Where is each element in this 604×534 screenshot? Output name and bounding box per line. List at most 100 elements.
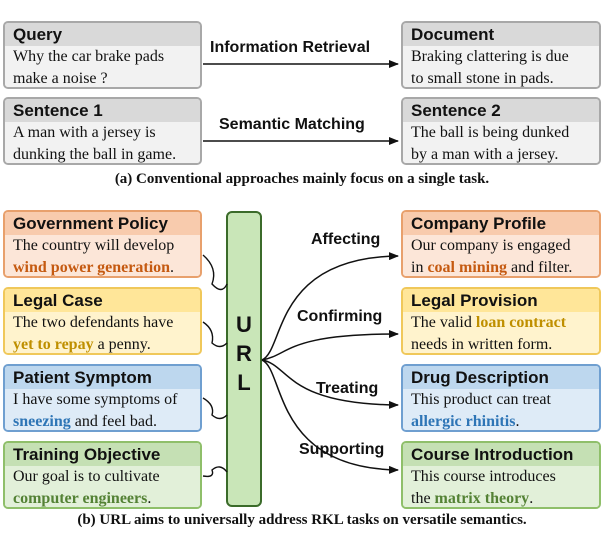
text-segment: This product can treat: [411, 391, 551, 408]
legal-case-text: The two defendants have yet to repay a pe…: [5, 312, 200, 353]
document-title: Document: [403, 23, 599, 46]
text-line: The country will develop: [13, 235, 194, 257]
link-patient-symptom: [202, 397, 228, 420]
text-line: to small stone in pads.: [411, 68, 593, 87]
text-segment: .: [515, 413, 520, 430]
arrow-treating: [261, 359, 399, 409]
sentence-2-title: Sentence 2: [403, 99, 599, 122]
legal-provision-title: Legal Provision: [403, 289, 599, 312]
drug-description-text: This product can treat allergic rhinitis.: [403, 389, 599, 430]
text-line: dunking the ball in game.: [13, 144, 194, 163]
sentence-1-box: Sentence 1 A man with a jersey is dunking…: [3, 97, 202, 165]
relation-treating: Treating: [316, 380, 379, 397]
relation-semantic-matching: Semantic Matching: [219, 116, 365, 133]
text-line: needs in written form.: [411, 334, 593, 353]
url-letter-l: L: [237, 370, 251, 395]
link-training-objective: [202, 466, 228, 478]
text-segment: The two defendants have: [13, 314, 174, 331]
text-segment: and filter.: [507, 259, 573, 276]
text-line: A man with a jersey is: [13, 122, 194, 144]
caption-a: (a) Conventional approaches mainly focus…: [114, 171, 490, 187]
text-line: The valid loan contract: [411, 312, 593, 334]
legal-provision-text: The valid loan contract needs in written …: [403, 312, 599, 353]
document-box: Document Braking clattering is due to sma…: [401, 21, 601, 89]
query-title: Query: [5, 23, 200, 46]
sentence-1-text: A man with a jersey is dunking the ball i…: [5, 122, 200, 163]
text-line: make a noise ?: [13, 68, 194, 87]
text-segment: .: [170, 259, 175, 276]
course-introduction-text: This course introduces the matrix theory.: [403, 466, 599, 507]
sentence-1-title: Sentence 1: [5, 99, 200, 122]
caption-b: (b) URL aims to universally address RKL …: [77, 512, 527, 528]
highlight-phrase: loan contract: [475, 314, 567, 331]
text-line: allergic rhinitis.: [411, 411, 593, 430]
text-segment: the: [411, 490, 435, 507]
text-segment: Braking clattering is due: [411, 48, 569, 65]
text-line: computer engineers.: [13, 488, 194, 507]
text-line: Our goal is to cultivate: [13, 466, 194, 488]
text-segment: Our goal is to cultivate: [13, 468, 160, 485]
text-line: yet to repay a penny.: [13, 334, 194, 353]
patient-symptom-text: I have some symptoms of sneezing and feel…: [5, 389, 200, 430]
course-introduction-box: Course Introduction This course introduc…: [401, 441, 601, 509]
text-line: This product can treat: [411, 389, 593, 411]
legal-case-title: Legal Case: [5, 289, 200, 312]
highlight-phrase: yet to repay: [13, 336, 94, 353]
sentence-2-text: The ball is being dunked by a man with a …: [403, 122, 599, 163]
government-policy-title: Government Policy: [5, 212, 200, 235]
link-legal-case: [202, 321, 228, 348]
text-line: wind power generation.: [13, 257, 194, 276]
text-segment: .: [147, 490, 152, 507]
url-letter-r: R: [236, 341, 252, 366]
text-line: the matrix theory.: [411, 488, 593, 507]
text-segment: in: [411, 259, 428, 276]
text-segment: needs in written form.: [411, 336, 553, 353]
sentence-2-box: Sentence 2 The ball is being dunked by a …: [401, 97, 601, 165]
company-profile-text: Our company is engaged in coal mining and…: [403, 235, 599, 276]
arrow-supporting: [261, 359, 399, 474]
text-segment: a penny.: [93, 336, 151, 353]
relation-affecting: Affecting: [311, 231, 381, 248]
text-segment: This course introduces: [411, 468, 556, 485]
highlight-phrase: sneezing: [13, 413, 71, 430]
document-text: Braking clattering is due to small stone …: [403, 46, 599, 87]
highlight-phrase: coal mining: [427, 259, 508, 276]
text-segment: The ball is being dunked: [411, 124, 570, 141]
arrow-affecting: [261, 252, 399, 361]
training-objective-box: Training Objective Our goal is to cultiv…: [3, 441, 202, 509]
legal-case-box: Legal Case The two defendants have yet to…: [3, 287, 202, 355]
relation-supporting: Supporting: [299, 441, 385, 458]
highlight-phrase: computer engineers: [13, 490, 148, 507]
company-profile-box: Company Profile Our company is engaged in…: [401, 210, 601, 278]
text-line: sneezing and feel bad.: [13, 411, 194, 430]
text-line: Braking clattering is due: [411, 46, 593, 68]
text-line: in coal mining and filter.: [411, 257, 593, 276]
company-profile-title: Company Profile: [403, 212, 599, 235]
text-segment: to small stone in pads.: [411, 70, 554, 87]
text-segment: The country will develop: [13, 237, 175, 254]
patient-symptom-title: Patient Symptom: [5, 366, 200, 389]
text-line: I have some symptoms of: [13, 389, 194, 411]
url-letter-u: U: [236, 312, 252, 337]
url-model-box: [226, 211, 262, 507]
text-line: by a man with a jersey.: [411, 144, 593, 163]
text-segment: I have some symptoms of: [13, 391, 178, 408]
text-line: Our company is engaged: [411, 235, 593, 257]
text-segment: and feel bad.: [70, 413, 157, 430]
text-line: The two defendants have: [13, 312, 194, 334]
course-introduction-title: Course Introduction: [403, 443, 599, 466]
relation-confirming: Confirming: [297, 308, 383, 325]
arrow-confirming: [261, 330, 399, 361]
drug-description-title: Drug Description: [403, 366, 599, 389]
text-segment: .: [529, 490, 534, 507]
text-segment: Our company is engaged: [411, 237, 571, 254]
highlight-phrase: wind power generation: [13, 259, 171, 276]
relation-information-retrieval: Information Retrieval: [210, 39, 371, 56]
highlight-phrase: allergic rhinitis: [411, 413, 516, 430]
text-segment: A man with a jersey is: [13, 124, 156, 141]
highlight-phrase: matrix theory: [434, 490, 530, 507]
text-segment: make a noise ?: [13, 70, 108, 87]
government-policy-box: Government Policy The country will devel…: [3, 210, 202, 278]
